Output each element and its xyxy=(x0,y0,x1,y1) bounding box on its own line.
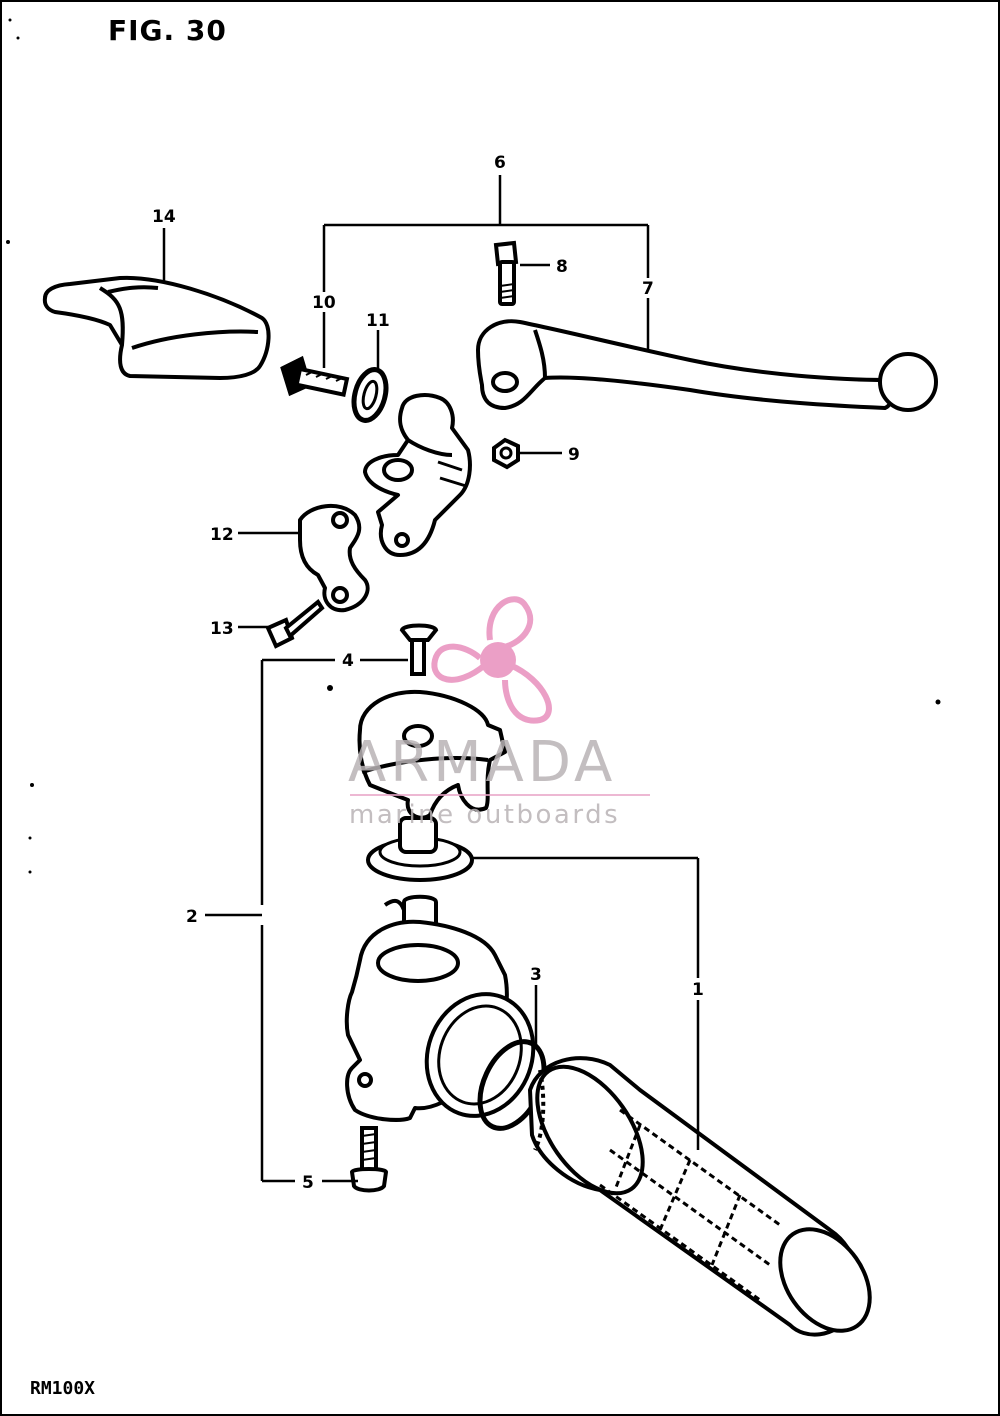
watermark-brand: ARMADA xyxy=(348,730,617,795)
screw-icon xyxy=(265,599,325,649)
leader-lines xyxy=(162,175,700,1183)
lever-clamp-icon xyxy=(298,503,370,613)
callout-4: 4 xyxy=(342,651,354,671)
housing-collar-icon xyxy=(366,816,474,882)
callout-3: 3 xyxy=(530,965,542,985)
callout-5: 5 xyxy=(302,1173,314,1193)
callout-labels: 1 2 3 4 5 6 7 8 9 10 11 12 13 14 xyxy=(152,153,704,1193)
callout-7: 7 xyxy=(642,279,654,299)
scan-specks xyxy=(6,18,941,874)
throttle-housing-icon xyxy=(357,689,507,820)
callout-11: 11 xyxy=(366,311,390,331)
callout-14: 14 xyxy=(152,207,176,227)
callout-1: 1 xyxy=(692,980,704,1000)
callout-6: 6 xyxy=(494,153,506,173)
model-code: RM100X xyxy=(30,1378,96,1399)
washer-icon xyxy=(351,367,389,423)
watermark-divider xyxy=(350,794,650,796)
figure-title: FIG. 30 xyxy=(108,14,227,47)
screw-icon xyxy=(399,623,439,676)
callout-10: 10 xyxy=(312,293,336,313)
callout-12: 12 xyxy=(210,525,234,545)
callout-8: 8 xyxy=(556,257,568,277)
lever-holder-icon xyxy=(363,393,472,557)
pivot-bolt-icon xyxy=(493,240,519,306)
bolt-icon xyxy=(280,355,350,398)
lever-cover-icon xyxy=(42,275,271,380)
clutch-lever-icon xyxy=(476,319,938,412)
screw-icon xyxy=(349,1126,389,1193)
nut-icon xyxy=(492,437,520,470)
callout-2: 2 xyxy=(186,907,198,927)
callout-9: 9 xyxy=(568,445,580,465)
callout-13: 13 xyxy=(210,619,234,639)
propeller-logo-icon xyxy=(431,596,552,724)
throttle-housing-icon xyxy=(344,894,536,1122)
throttle-grip-icon xyxy=(528,1056,872,1337)
watermark-tagline: marine outboards xyxy=(349,800,621,830)
